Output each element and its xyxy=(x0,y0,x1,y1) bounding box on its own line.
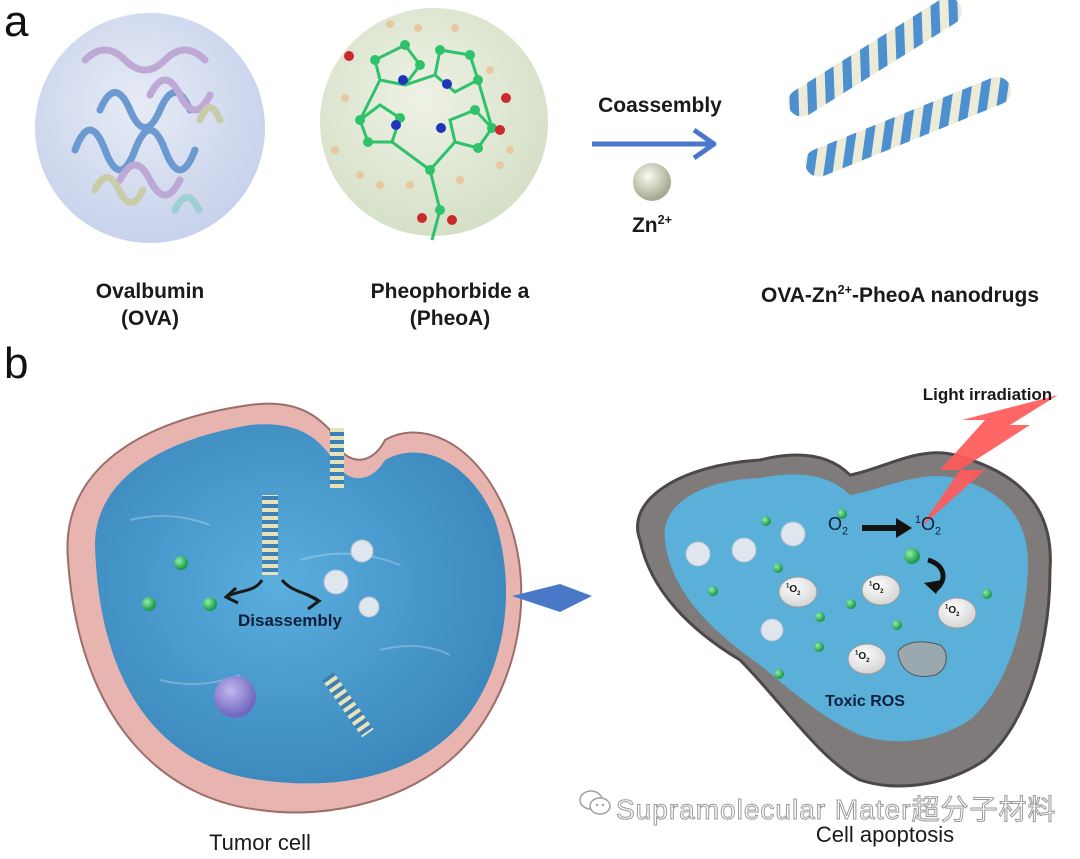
wechat-icon xyxy=(578,788,612,818)
oxygen-subscript: 2 xyxy=(842,525,849,538)
ova-name: Ovalbumin xyxy=(95,280,205,303)
ros-base: O xyxy=(872,582,881,593)
oxygen-symbol: O xyxy=(828,514,843,534)
ros-bubble-label: 1O2 xyxy=(945,604,960,618)
apoptotic-cell xyxy=(636,451,1052,788)
light-irradiation-label: Light irradiation xyxy=(922,385,1053,404)
toxic-ros-label: Toxic ROS xyxy=(825,693,905,710)
tumor-cell xyxy=(66,402,523,814)
ros-sub: 2 xyxy=(880,589,884,595)
pheoa-name: Pheophorbide a xyxy=(370,280,530,303)
zinc-charge: 2+ xyxy=(657,213,672,227)
zinc-ion-sphere xyxy=(633,163,671,201)
coassembly-label: Coassembly xyxy=(598,94,722,117)
ovalbumin-protein xyxy=(35,13,265,243)
panel-b-letter: b xyxy=(4,339,29,388)
cell-apoptosis-caption: Cell apoptosis xyxy=(815,822,955,847)
ros-bubble-label: 1O2 xyxy=(855,650,870,664)
transition-arrow xyxy=(512,584,592,612)
zinc-symbol: Zn xyxy=(631,214,658,237)
nanodrug-label-part1: OVA-Zn xyxy=(760,284,838,307)
ros-base: O xyxy=(789,584,798,595)
ros-bubble-label: 1O2 xyxy=(786,583,801,597)
ros-sub: 2 xyxy=(956,612,960,618)
nanodrug-label: OVA-Zn2+-PheoA nanodrugs xyxy=(720,282,1080,309)
ros-sup: 1 xyxy=(855,650,859,657)
ros-sup: 1 xyxy=(945,604,949,611)
ova-label: Ovalbumin (OVA) xyxy=(60,278,240,333)
tumor-cell-caption: Tumor cell xyxy=(209,830,311,855)
nanodrug-helices xyxy=(787,0,1011,177)
ova-abbrev: (OVA) xyxy=(121,307,179,331)
nanodrug-charge: 2+ xyxy=(837,283,852,297)
ros-base: O xyxy=(858,651,867,662)
lightning-icon xyxy=(920,395,1058,528)
reaction-product: 1O2 xyxy=(915,514,942,538)
pheophorbide-molecule xyxy=(320,8,548,241)
watermark-text: Supramolecular Mater超分子材料 xyxy=(615,794,1057,826)
ros-sub: 2 xyxy=(866,658,870,664)
coassembly-arrow xyxy=(592,127,717,161)
singlet-symbol: O xyxy=(921,514,936,534)
ros-bubble-label: 1O2 xyxy=(869,581,884,595)
ros-sup: 1 xyxy=(869,581,873,588)
reaction-reactant: O2 xyxy=(828,514,849,538)
ros-base: O xyxy=(948,605,957,616)
panel-a-letter: a xyxy=(4,0,29,46)
ros-sub: 2 xyxy=(797,591,801,597)
disassembly-label: Disassembly xyxy=(238,611,342,630)
nanodrug-label-part2: -PheoA nanodrugs xyxy=(851,284,1040,307)
zinc-label: Zn2+ xyxy=(610,212,694,239)
singlet-sup: 1 xyxy=(915,514,922,526)
singlet-subscript: 2 xyxy=(935,525,942,538)
pheoa-abbrev: (PheoA) xyxy=(409,307,491,331)
ros-sup: 1 xyxy=(786,583,790,590)
pheoa-label: Pheophorbide a (PheoA) xyxy=(330,278,570,333)
